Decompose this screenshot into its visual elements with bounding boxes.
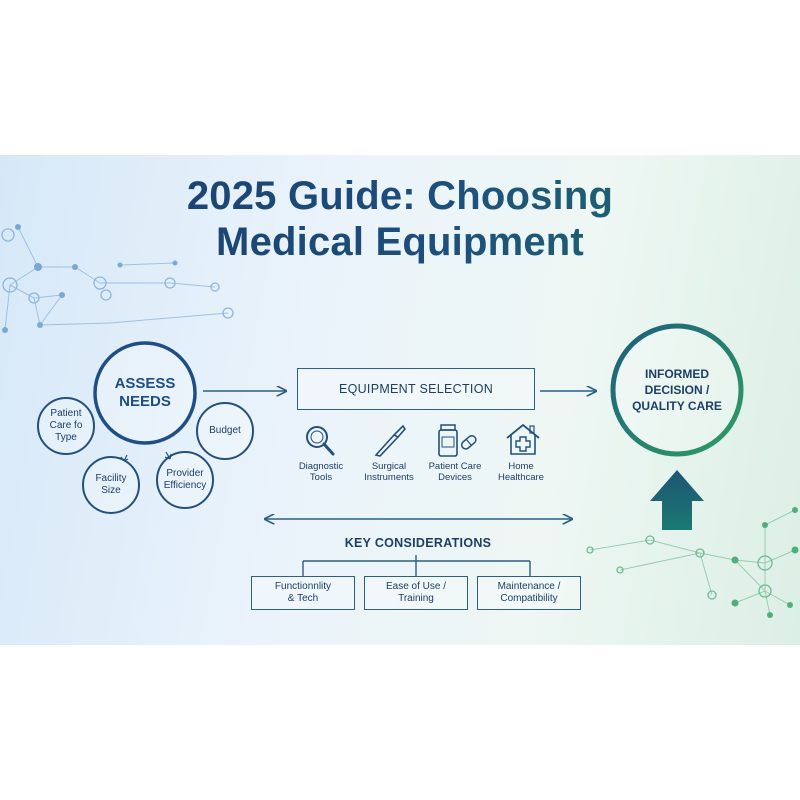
equipment-patient-care-devices-label: Patient Care Devices	[428, 461, 482, 483]
equipment-surgical-instruments-label: Surgical Instruments	[364, 461, 414, 483]
network-decoration	[1, 224, 799, 618]
small-arrow-left	[120, 454, 129, 462]
factor-circle-patient-care	[37, 397, 95, 455]
equipment-home-healthcare-label: Home Healthcare	[498, 461, 544, 483]
equipment-diagnostic-tools-label: Diagnostic Tools	[298, 461, 344, 483]
factor-provider-efficiency-label: Provider Efficiency	[163, 468, 207, 491]
small-arrow-right	[164, 451, 172, 460]
outcome-ring	[610, 323, 744, 457]
assess-needs-label: ASSESS NEEDS	[114, 375, 176, 410]
factor-budget-label: Budget	[209, 425, 241, 436]
infographic-banner: 2025 Guide: Choosing Medical Equipment	[0, 155, 800, 645]
diagram-connectors	[37, 323, 744, 576]
page-title-line-1: 2025 Guide: Choosing	[0, 173, 800, 219]
medicine-bottle-icon	[438, 424, 477, 457]
consideration-ease-of-use-box: Ease of Use / Training	[364, 576, 468, 610]
scalpel-icon	[374, 424, 407, 457]
factor-circle-budget	[196, 402, 254, 460]
home-medical-icon	[506, 423, 540, 455]
factor-circle-facility-size	[82, 456, 140, 514]
equipment-selection-box: EQUIPMENT SELECTION	[297, 368, 535, 410]
consideration-maintenance-box: Maintenance / Compatibility	[477, 576, 581, 610]
magnifier-icon	[306, 426, 335, 456]
outcome-label: INFORMED DECISION / QUALITY CARE	[632, 367, 722, 413]
page-title-line-2: Medical Equipment	[0, 219, 800, 265]
assess-needs-circle	[93, 341, 197, 445]
key-considerations-heading: KEY CONSIDERATIONS	[344, 536, 492, 550]
factor-patient-care-label: Patient Care fo Type	[49, 408, 83, 443]
up-arrow	[650, 470, 704, 530]
factor-facility-size-label: Facility Size	[95, 473, 127, 496]
factor-circle-provider-efficiency	[156, 451, 214, 509]
consideration-functionality-box: Functionnlity & Tech	[251, 576, 355, 610]
